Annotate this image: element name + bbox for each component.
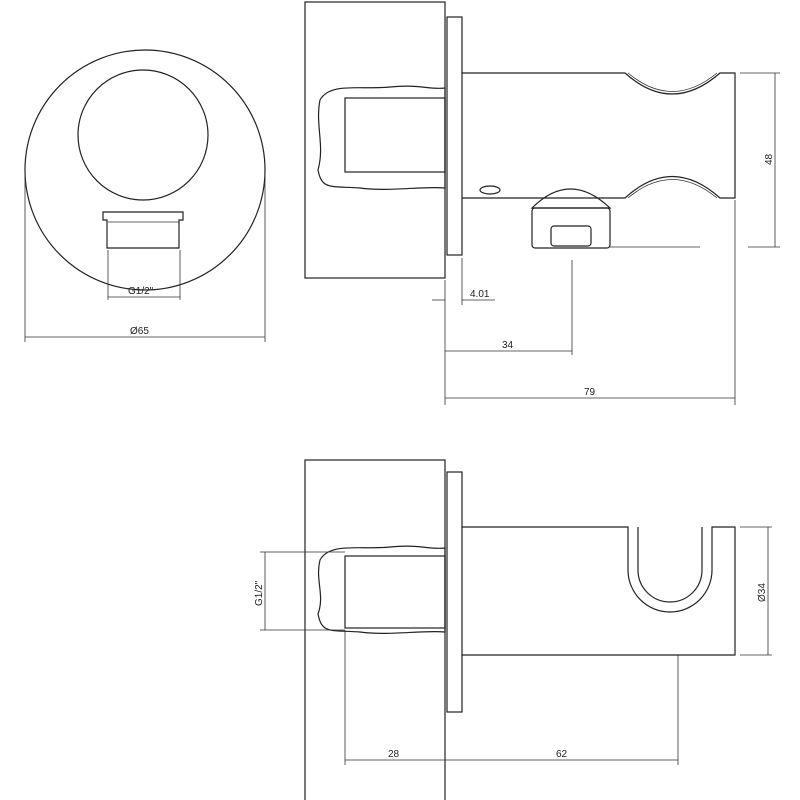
thread-nipple xyxy=(102,211,184,249)
front-view: G1/2" Ø65 xyxy=(24,49,266,342)
thread-label: G1/2" xyxy=(128,286,154,297)
hose-nut xyxy=(531,207,611,249)
outlet-body-side xyxy=(462,72,736,199)
wall-section xyxy=(304,1,446,279)
total-depth-label: 79 xyxy=(584,387,596,398)
wall-cavity xyxy=(317,545,446,634)
outlet-dome xyxy=(530,188,612,209)
wall-plate xyxy=(446,471,463,713)
wall-plate xyxy=(446,16,463,256)
wall-depth-label: 28 xyxy=(388,749,400,760)
wall-cavity xyxy=(317,85,446,190)
thread-pipe xyxy=(344,97,446,173)
handshower-holder xyxy=(462,526,736,656)
outlet-body xyxy=(77,69,209,201)
screw-hole xyxy=(479,185,501,195)
thread-label: G1/2" xyxy=(254,580,265,606)
side-view-bottom: Ø34 G1/2" 28 62 xyxy=(254,459,772,800)
flange-label: 4.01 xyxy=(470,289,490,300)
holder-cradle xyxy=(637,527,703,603)
diameter-label: Ø65 xyxy=(130,326,149,337)
outer-rosette xyxy=(24,49,266,291)
side-view-top: 48 4.01 34 79 xyxy=(304,1,780,405)
holder-offset-label: 62 xyxy=(556,749,568,760)
height-label: 48 xyxy=(764,153,775,165)
outlet-offset-label: 34 xyxy=(502,340,514,351)
holder-diameter-label: Ø34 xyxy=(757,583,768,602)
thread-pipe xyxy=(344,555,446,629)
